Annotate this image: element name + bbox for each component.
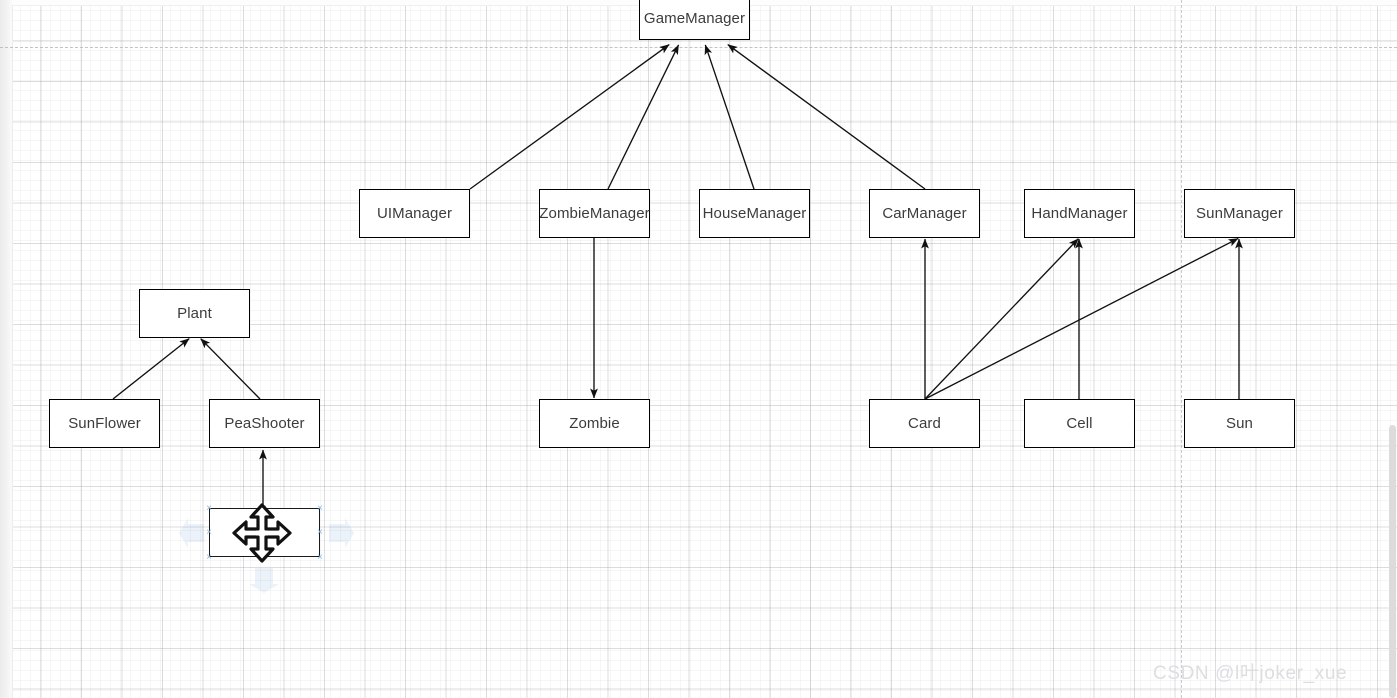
node-label: PeaShooter	[224, 415, 305, 432]
node-card[interactable]: Card	[869, 399, 980, 448]
node-gamemanager[interactable]: GameManager	[639, 0, 750, 40]
node-uimanager[interactable]: UIManager	[359, 189, 470, 238]
node-label: HouseManager	[702, 205, 807, 222]
node-sun[interactable]: Sun	[1184, 399, 1295, 448]
resize-handle[interactable]: ×	[261, 502, 267, 514]
node-label: SunFlower	[68, 415, 141, 432]
node-label: HandManager	[1031, 205, 1128, 222]
resize-handle[interactable]: ×	[317, 526, 323, 538]
selected-shape[interactable]	[209, 508, 320, 557]
resize-handle[interactable]: ×	[206, 551, 212, 563]
node-zombiemanager[interactable]: ZombieManager	[539, 189, 650, 238]
node-label: SunManager	[1196, 205, 1283, 222]
node-label: GameManager	[643, 10, 746, 27]
node-label: Cell	[1066, 415, 1093, 432]
canvas-left-gutter	[0, 0, 13, 698]
page-break-vertical	[1181, 0, 1182, 698]
node-cell[interactable]: Cell	[1024, 399, 1135, 448]
node-label: Plant	[177, 305, 212, 322]
resize-handle[interactable]: ×	[206, 526, 212, 538]
resize-handle[interactable]: ×	[261, 551, 267, 563]
csdn-watermark: CSDN @l叶joker_xue	[1153, 663, 1348, 684]
node-carmanager[interactable]: CarManager	[869, 189, 980, 238]
node-label: Card	[908, 415, 941, 432]
page-break-horizontal	[0, 47, 1397, 48]
node-peashooter[interactable]: PeaShooter	[209, 399, 320, 448]
node-handmanager[interactable]: HandManager	[1024, 189, 1135, 238]
vertical-scrollbar-thumb[interactable]	[1389, 425, 1396, 698]
node-sunflower[interactable]: SunFlower	[49, 399, 160, 448]
resize-handle[interactable]: ×	[317, 502, 323, 514]
node-label: CarManager	[882, 205, 967, 222]
resize-handle[interactable]: ×	[317, 551, 323, 563]
resize-handle[interactable]: ×	[206, 502, 212, 514]
vertical-scrollbar-track[interactable]	[1388, 0, 1397, 698]
node-label: Zombie	[569, 415, 620, 432]
node-sunmanager[interactable]: SunManager	[1184, 189, 1295, 238]
node-label: Sun	[1226, 415, 1253, 432]
node-plant[interactable]: Plant	[139, 289, 250, 338]
node-housemanager[interactable]: HouseManager	[699, 189, 810, 238]
node-zombie[interactable]: Zombie	[539, 399, 650, 448]
node-label: ZombieManager	[539, 205, 650, 222]
node-label: UIManager	[376, 205, 453, 222]
